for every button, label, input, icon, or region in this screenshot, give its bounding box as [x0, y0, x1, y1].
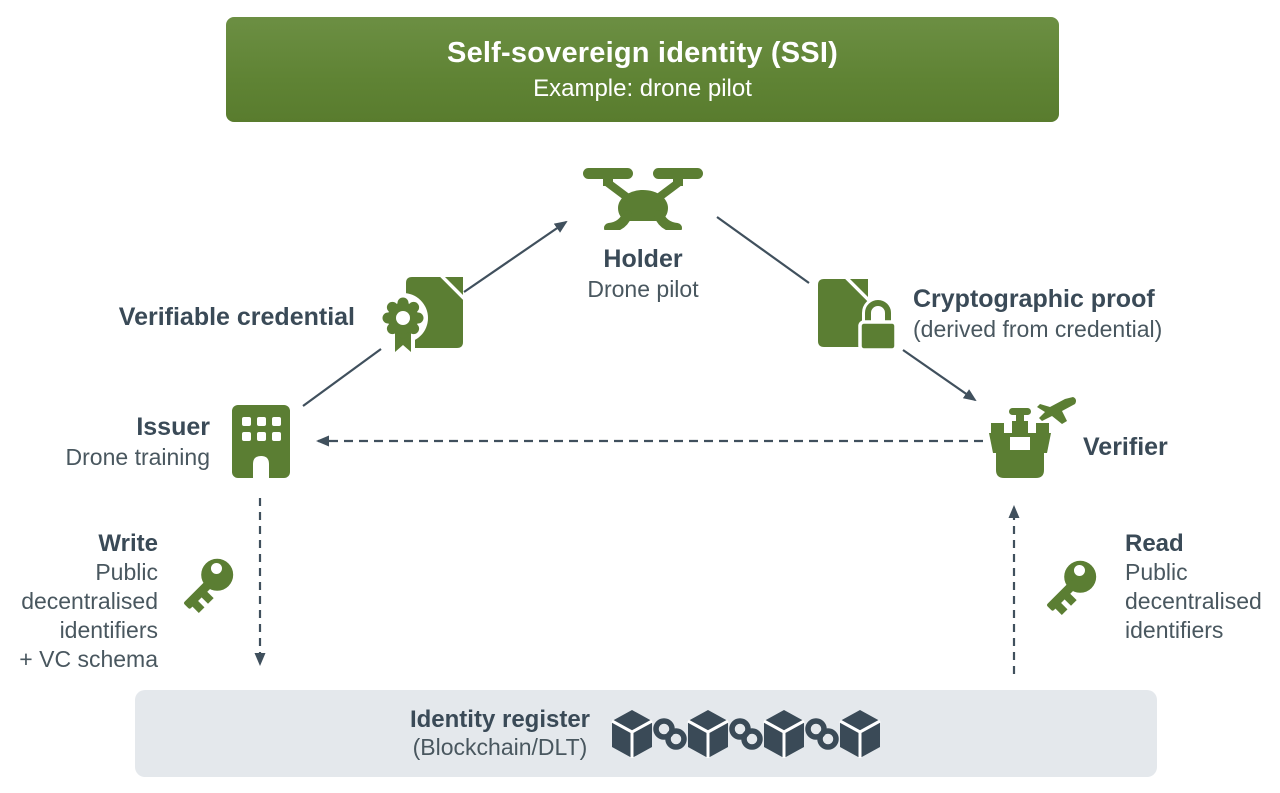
verifiable-credential-label: Verifiable credential [118, 303, 355, 331]
write-line: Public [95, 559, 158, 585]
proof-title: Cryptographic proof [913, 285, 1155, 313]
read-title: Read [1125, 530, 1184, 557]
drone-icon [581, 162, 705, 230]
write-title: Write [98, 530, 158, 557]
issuer-subtitle: Drone training [65, 444, 210, 470]
proof-subtitle: (derived from credential) [913, 316, 1163, 342]
issuer-node: Issuer Drone training [38, 412, 210, 472]
control-tower-icon [983, 395, 1078, 482]
page-subtitle: Example: drone pilot [533, 74, 752, 102]
identity-register-label: Identity register (Blockchain/DLT) [410, 706, 590, 761]
chain-link-icon [653, 717, 687, 750]
holder-title: Holder [603, 245, 683, 273]
cube-icon [763, 709, 805, 758]
blockchain-icons [610, 709, 882, 759]
write-line: decentralised [21, 588, 158, 614]
title-banner: Self-sovereign identity (SSI) Example: d… [226, 17, 1059, 122]
chain-link-icon [805, 717, 839, 750]
cube-icon [687, 709, 729, 758]
page-title: Self-sovereign identity (SSI) [447, 36, 838, 69]
issuer-title: Issuer [136, 413, 210, 441]
plane-icon [1037, 397, 1077, 424]
read-line: decentralised [1125, 588, 1262, 614]
write-line: + VC schema [19, 646, 158, 672]
write-line: identifiers [59, 617, 158, 643]
write-block: Write Public decentralised identifiers +… [8, 529, 158, 674]
chain-link-icon [729, 717, 763, 750]
document-lock-icon [815, 276, 901, 354]
holder-subtitle: Drone pilot [587, 276, 699, 302]
register-title: Identity register [409, 706, 591, 733]
write-key-icon [173, 549, 243, 619]
verifiable-credential-icon [380, 272, 464, 356]
credential-to-holder-arrow [463, 220, 568, 293]
identity-register-band: Identity register (Blockchain/DLT) [135, 690, 1157, 777]
read-line: Public [1125, 559, 1188, 585]
proof-to-verifier-arrow [902, 349, 977, 402]
issuer-to-credential-line [302, 348, 382, 407]
cube-icon [839, 709, 881, 758]
proof-node: Cryptographic proof (derived from creden… [913, 284, 1203, 344]
register-subtitle: (Blockchain/DLT) [412, 734, 588, 760]
read-line: identifiers [1125, 617, 1224, 643]
verifier-label: Verifier [1083, 433, 1168, 461]
holder-to-proof-line [716, 216, 810, 284]
read-block: Read Public decentralised identifiers [1125, 529, 1277, 645]
holder-node: Holder Drone pilot [553, 244, 733, 304]
read-key-icon [1036, 551, 1106, 621]
cube-icon [611, 709, 653, 758]
building-icon [232, 405, 290, 478]
